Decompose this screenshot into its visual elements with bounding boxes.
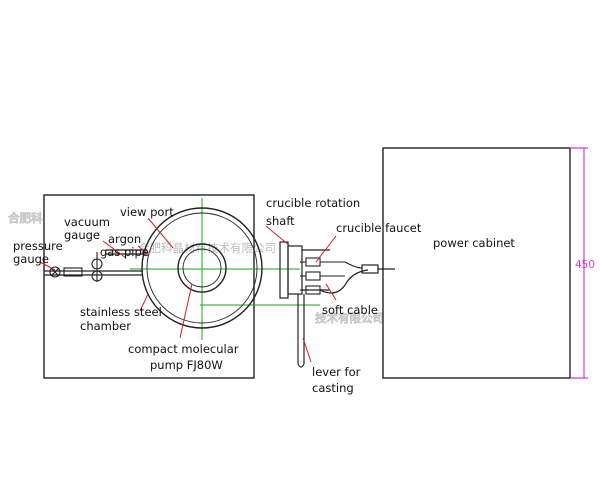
steel-chamber-outer	[141, 207, 263, 329]
label-power-cabinet: power cabinet	[433, 236, 515, 250]
label-crucible-faucet: crucible faucet	[336, 221, 422, 235]
watermark-left: 合肥科	[8, 211, 43, 225]
crucible-flange	[279, 241, 330, 299]
label-crucible-rotation-line1: crucible rotation	[266, 196, 360, 210]
label-vacuum-gauge-line1: vacuum	[64, 215, 110, 229]
label-molecular-pump-line1: compact molecular	[128, 342, 239, 356]
pressure-gauge	[49, 266, 83, 278]
label-lever-line2: casting	[312, 381, 354, 395]
molecular-pump-body	[182, 248, 222, 288]
centerlines	[130, 198, 320, 340]
gas-pipe	[44, 249, 147, 276]
label-molecular-pump-line2: pump FJ80W	[150, 358, 223, 372]
label-lever-line1: lever for	[312, 365, 361, 379]
vacuum-gauge	[91, 252, 103, 282]
label-pressure-gauge-line2: gauge	[13, 252, 49, 266]
label-steel-chamber-line2: chamber	[80, 319, 131, 333]
molecular-pump-flange	[177, 243, 227, 293]
label-vacuum-gauge-line2: gauge	[64, 228, 100, 242]
label-argon-line2: gas pipe	[100, 245, 149, 259]
lever-for-casting	[297, 294, 305, 368]
steel-chamber-inner	[146, 212, 258, 324]
watermark-top: 合肥科晶材料技术有限公司	[138, 241, 276, 255]
label-crucible-rotation-line2: shaft	[266, 214, 295, 228]
label-argon-line1: argon	[108, 232, 141, 246]
watermark-bottom: 技术有限公司	[315, 311, 384, 325]
dimension-value: 450	[575, 259, 595, 271]
leader-lines	[39, 217, 337, 363]
dimension-450	[570, 147, 588, 379]
label-soft-cable: soft cable	[322, 303, 378, 317]
label-view-port: view port	[120, 205, 174, 219]
label-pressure-gauge-line1: pressure	[13, 239, 63, 253]
power-cabinet-frame	[382, 147, 571, 379]
soft-cable	[319, 261, 395, 294]
crucible-faucet	[300, 257, 345, 295]
label-steel-chamber-line1: stainless steel	[80, 305, 162, 319]
